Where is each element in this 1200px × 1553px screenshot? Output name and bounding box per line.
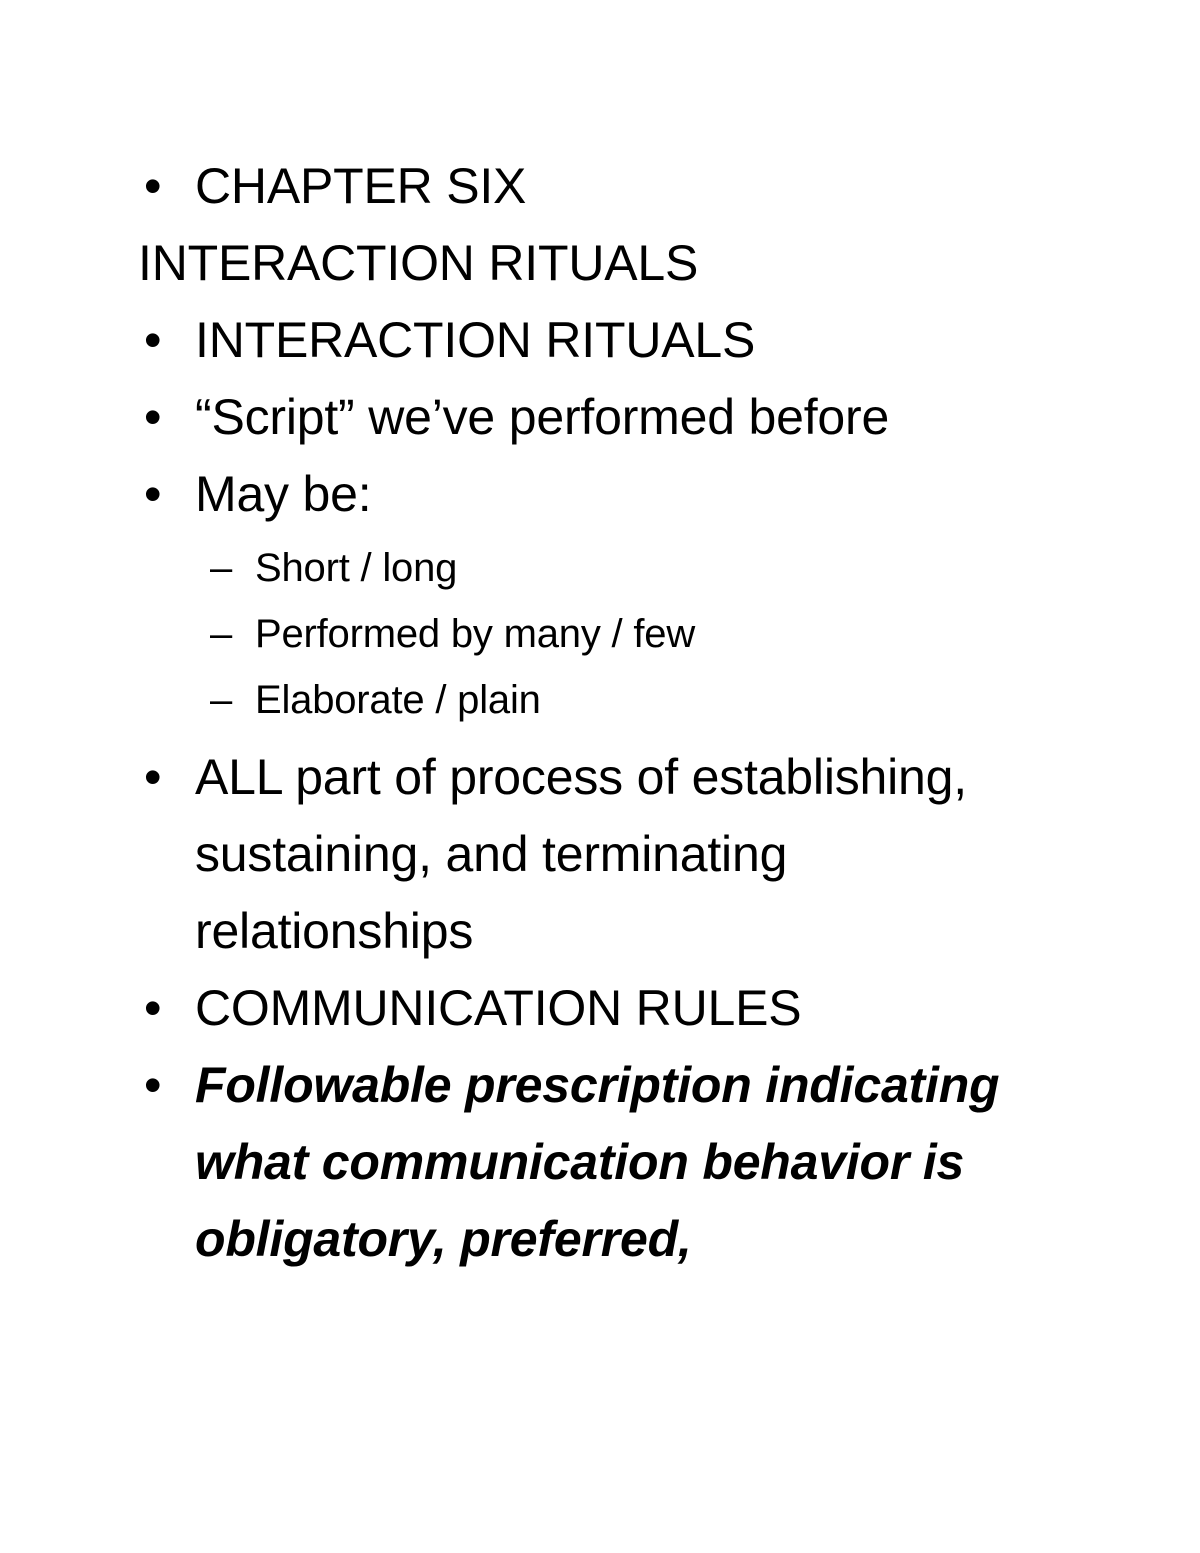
bullet-item: • May be: (138, 456, 1068, 533)
bullet-item: • ALL part of process of establishing, s… (138, 739, 1068, 970)
bullet-item: • “Script” we’ve performed before (138, 379, 1068, 456)
bullet-item-emphasized: • Followable prescription indicating wha… (138, 1047, 1068, 1278)
bullet-icon: • (144, 1057, 162, 1113)
bullet-item: • CHAPTER SIX INTERACTION RITUALS (138, 148, 1068, 302)
bullet-text: CHAPTER SIX (195, 158, 527, 214)
bullet-text: Followable prescription indicating what … (195, 1057, 1000, 1267)
bullet-text: INTERACTION RITUALS (195, 312, 756, 368)
sub-bullet-item: – Performed by many / few (138, 601, 1068, 667)
sub-bullet-text: Short / long (255, 546, 458, 590)
sub-bullet-item: – Elaborate / plain (138, 667, 1068, 733)
bullet-text: “Script” we’ve performed before (195, 389, 890, 445)
bullet-text: COMMUNICATION RULES (195, 980, 802, 1036)
dash-icon: – (210, 612, 233, 656)
bullet-icon: • (144, 158, 162, 214)
bullet-text: ALL part of process of establishing, sus… (195, 749, 967, 959)
bullet-icon: • (144, 312, 162, 368)
sub-bullet-text: Elaborate / plain (255, 678, 541, 722)
bullet-icon: • (144, 749, 162, 805)
dash-icon: – (210, 546, 233, 590)
bullet-item: • INTERACTION RITUALS (138, 302, 1068, 379)
bullet-continuation-text: INTERACTION RITUALS (138, 235, 699, 291)
sub-bullet-text: Performed by many / few (255, 612, 696, 656)
bullet-icon: • (144, 389, 162, 445)
slide-body: • CHAPTER SIX INTERACTION RITUALS • INTE… (138, 148, 1068, 1278)
bullet-text: May be: (195, 466, 372, 522)
bullet-item: • COMMUNICATION RULES (138, 970, 1068, 1047)
bullet-icon: • (144, 466, 162, 522)
bullet-icon: • (144, 980, 162, 1036)
sub-bullet-item: – Short / long (138, 535, 1068, 601)
dash-icon: – (210, 678, 233, 722)
